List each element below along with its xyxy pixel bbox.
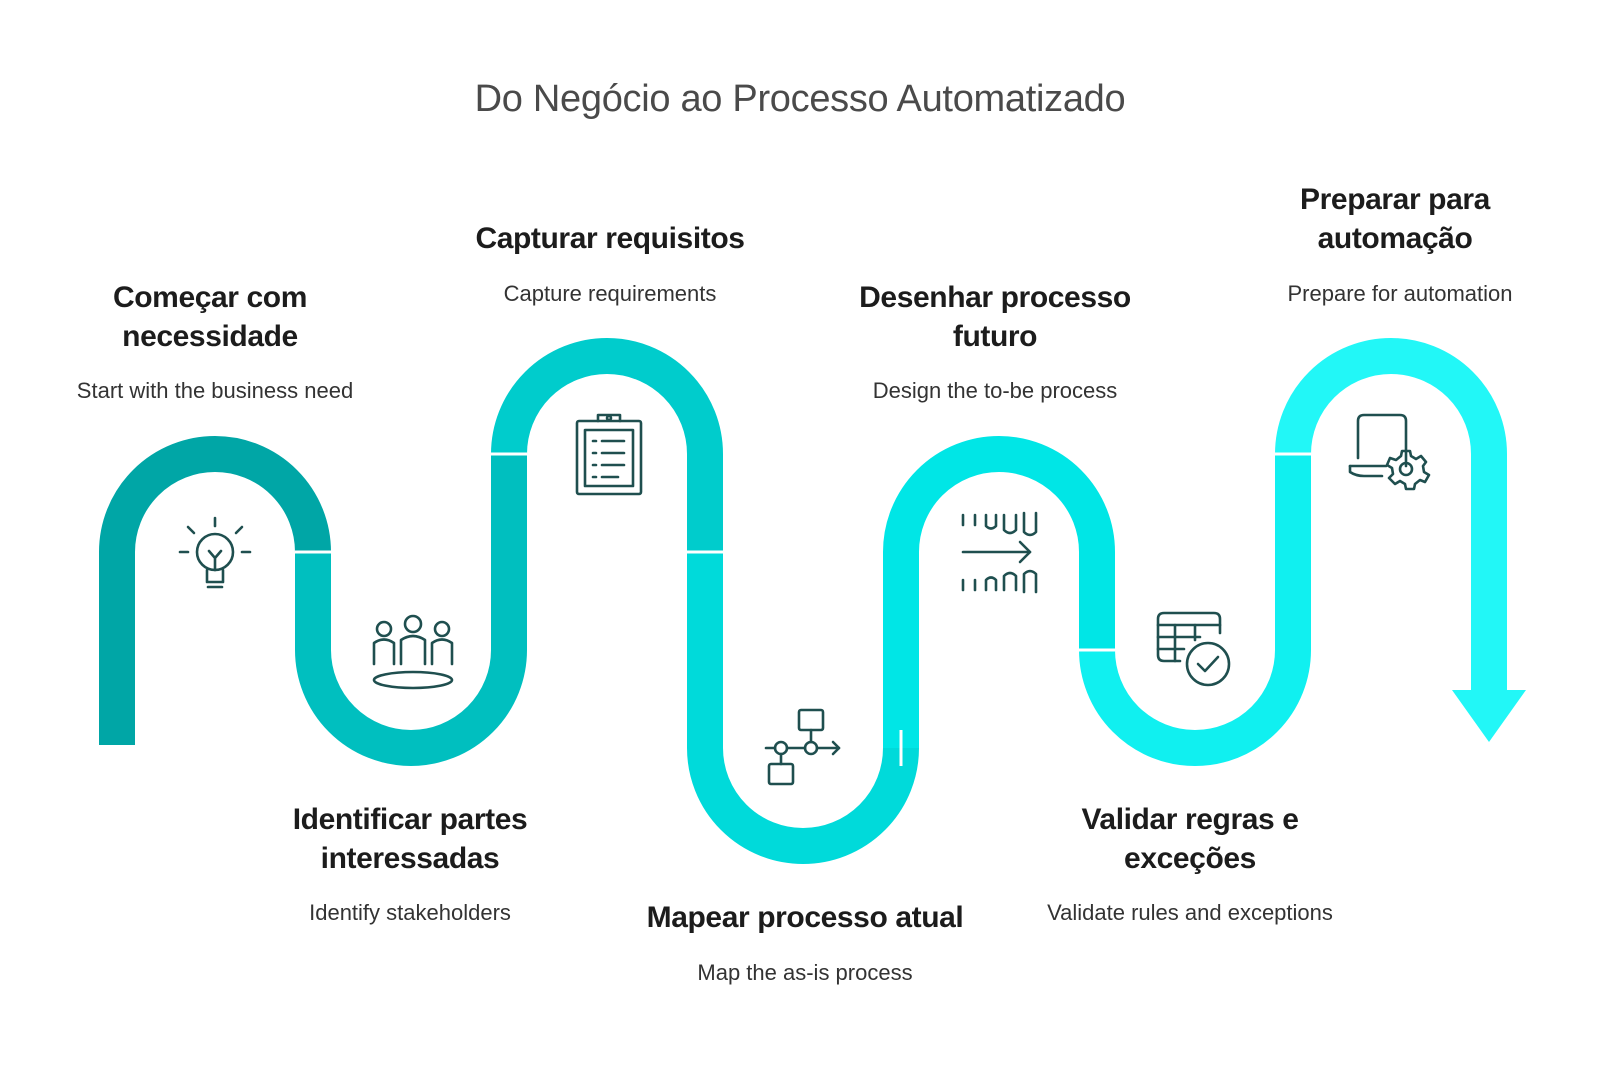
step-3-title: Capturar requisitos [475,222,745,255]
path-segment-4 [687,552,919,864]
table-check-icon [1156,611,1231,687]
step-4-subtitle: Map the as-is process [697,960,913,985]
step-6-title: Validar regras e exceções [1081,803,1299,875]
page-title: Do Negócio ao Processo Automatizado [474,78,1126,120]
step-2-subtitle: Identify stakeholders [309,900,511,925]
step-6-subtitle: Validate rules and exceptions [1047,900,1333,925]
clipboard-checklist-icon [575,413,643,496]
step-7-subtitle: Prepare for automation [1287,281,1513,306]
step-4-title: Mapear processo atual [646,901,964,934]
laptop-gear-icon [1348,413,1431,491]
step-1-title: Começar com necessidade [112,281,307,353]
path-segment-2 [295,454,527,766]
step-5-subtitle: Design the to-be process [872,378,1118,403]
process-flow-icon [764,708,841,786]
stakeholders-icon [372,614,454,690]
lightbulb-icon [178,516,252,589]
step-5-title: Desenhar processo futuro [859,281,1131,353]
path-segment-6 [1079,454,1311,766]
segment-dividers [295,452,1311,766]
end-arrowhead [1452,690,1526,742]
step-7-title: Preparar para automação [1300,183,1490,255]
step-2-title: Identificar partes interessadas [292,803,528,875]
step-1-subtitle: Start with the business need [76,378,354,403]
path-segment-5 [883,436,1115,748]
path-segment-1 [99,436,331,745]
transform-arrow-icon [961,511,1038,594]
path-segment-3 [491,338,723,552]
path-segment-7 [1275,338,1507,690]
step-3-subtitle: Capture requirements [503,281,717,306]
